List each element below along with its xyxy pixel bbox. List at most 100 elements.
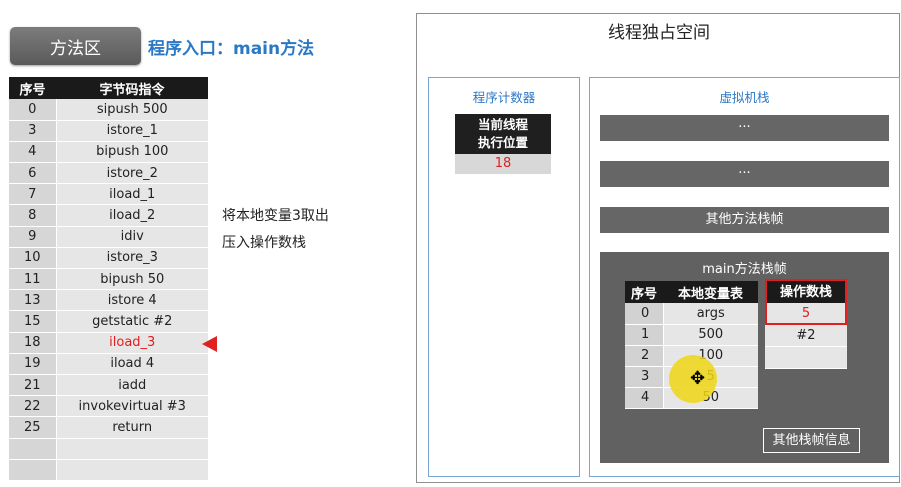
- bytecode-index: 25: [9, 416, 56, 439]
- bytecode-instruction: return: [55, 416, 208, 439]
- lvt-header-row: 序号 本地变量表: [625, 281, 758, 303]
- stack-frame-ellipsis-2: ···: [600, 161, 889, 187]
- other-method-frame: 其他方法栈帧: [600, 207, 889, 233]
- current-instruction-arrow-icon: [202, 336, 217, 352]
- bytecode-index: 11: [9, 268, 56, 291]
- bytecode-index: 18: [9, 332, 56, 354]
- pc-header-line2: 执行位置: [477, 135, 528, 150]
- bytecode-header-row: 序号 字节码指令: [9, 77, 208, 99]
- main-frame-title: main方法栈帧: [702, 262, 787, 277]
- local-var-index: 2: [625, 345, 663, 367]
- bytecode-instruction: invokevirtual #3: [55, 395, 208, 418]
- lvt-header-index: 序号: [625, 281, 663, 303]
- operand-stack: 操作数栈 5 #2: [765, 279, 847, 369]
- bytecode-index: 19: [9, 353, 56, 375]
- program-counter-panel: [428, 77, 580, 477]
- bytecode-index: 7: [9, 183, 56, 206]
- operand-stack-cell: [765, 347, 847, 369]
- bytecode-instruction: iload_1: [55, 183, 208, 206]
- bytecode-empty-row: [9, 438, 208, 460]
- vm-stack-title: 虚拟机栈: [719, 90, 770, 105]
- bytecode-instruction: iload_2: [55, 204, 208, 227]
- step-description-line1: 将本地变量3取出: [222, 208, 329, 224]
- bytecode-index: 10: [9, 247, 56, 270]
- entry-title: 程序入口：main方法: [148, 39, 315, 59]
- bytecode-instruction: istore_2: [55, 162, 208, 185]
- pc-header-line1: 当前线程: [477, 117, 528, 132]
- cursor-highlight: [669, 355, 717, 403]
- operand-stack-cell-top: 5: [765, 303, 847, 325]
- bytecode-instruction: idiv: [55, 226, 208, 248]
- lvt-header-value: 本地变量表: [663, 281, 758, 303]
- bytecode-index: 0: [9, 99, 56, 121]
- bytecode-index: 8: [9, 204, 56, 227]
- move-cursor-icon: ✥: [690, 368, 706, 389]
- local-var-value: 50: [662, 387, 758, 409]
- bytecode-index: 3: [9, 120, 56, 142]
- operand-stack-header: 操作数栈: [765, 279, 847, 303]
- bytecode-header-instruction: 字节码指令: [56, 77, 208, 99]
- local-var-index: 3: [625, 366, 663, 388]
- bytecode-instruction: istore 4: [55, 289, 208, 312]
- local-var-index: 1: [625, 324, 663, 346]
- bytecode-index: 22: [9, 395, 56, 418]
- bytecode-instruction: getstatic #2: [55, 310, 208, 333]
- bytecode-index: 15: [9, 310, 56, 333]
- bytecode-instruction: bipush 100: [55, 141, 208, 164]
- program-counter-header: 当前线程 执行位置: [455, 114, 551, 154]
- step-description: 将本地变量3取出 压入操作数栈: [222, 203, 329, 257]
- bytecode-empty-cell: [9, 459, 56, 481]
- bytecode-empty-cell: [9, 438, 56, 460]
- local-var-index: 0: [625, 303, 663, 325]
- bytecode-instruction: istore_1: [55, 120, 208, 142]
- vm-stack-panel: [589, 77, 900, 477]
- operand-stack-cell: #2: [765, 325, 847, 347]
- stack-frame-ellipsis-1: ···: [600, 115, 889, 141]
- bytecode-index: 6: [9, 162, 56, 185]
- bytecode-index: 13: [9, 289, 56, 312]
- local-var-index: 4: [625, 387, 663, 409]
- bytecode-index: 4: [9, 141, 56, 164]
- bytecode-empty-cell: [55, 459, 208, 481]
- bytecode-instruction: iload_3: [55, 332, 208, 354]
- thread-space-title: 线程独占空间: [608, 23, 710, 43]
- bytecode-instruction: sipush 500: [55, 99, 208, 121]
- bytecode-index: 21: [9, 374, 56, 397]
- bytecode-index: 9: [9, 226, 56, 248]
- bytecode-instruction: iadd: [55, 374, 208, 397]
- program-counter-value: 18: [455, 154, 551, 174]
- bytecode-instruction: istore_3: [55, 247, 208, 270]
- bytecode-instruction: iload 4: [55, 353, 208, 375]
- bytecode-instruction: bipush 50: [55, 268, 208, 291]
- local-var-value: args: [662, 303, 758, 325]
- bytecode-empty-cell: [55, 438, 208, 460]
- local-var-value: 500: [662, 324, 758, 346]
- step-description-line2: 压入操作数栈: [222, 235, 306, 251]
- bytecode-header-index: 序号: [9, 77, 56, 99]
- local-variable-table: 序号 本地变量表 0args1500210035450: [625, 281, 758, 409]
- bytecode-empty-row: [9, 459, 208, 481]
- method-area-button[interactable]: 方法区: [10, 27, 141, 65]
- program-counter-title: 程序计数器: [472, 90, 536, 105]
- other-frame-info-button[interactable]: 其他栈帧信息: [763, 428, 860, 453]
